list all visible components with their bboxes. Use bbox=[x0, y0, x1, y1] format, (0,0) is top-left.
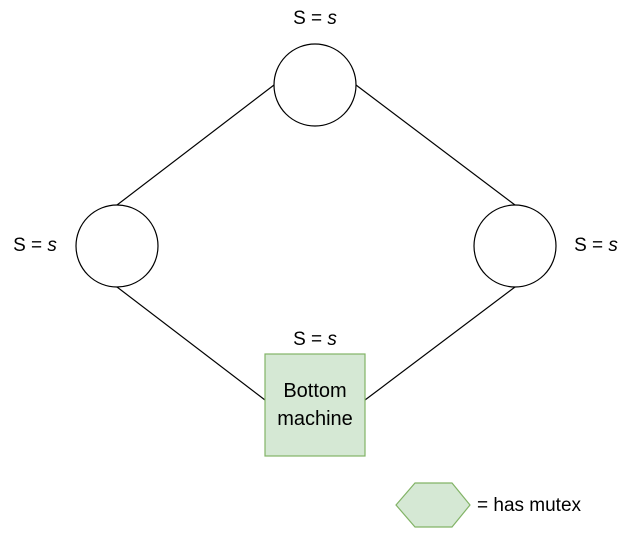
edge-top-to-right bbox=[355, 84, 516, 206]
state-label-right: S = s bbox=[564, 234, 628, 257]
state-node-right bbox=[473, 204, 557, 288]
state-label-prefix: S = bbox=[293, 329, 328, 350]
bottom-machine-node bbox=[264, 353, 366, 457]
state-label-bottom-machine: S = s bbox=[283, 328, 347, 351]
edge-left-to-bottom bbox=[116, 286, 266, 401]
state-variable: s bbox=[47, 235, 57, 256]
state-variable: s bbox=[608, 235, 618, 256]
legend-hexagon-icon bbox=[395, 482, 471, 528]
state-label-prefix: S = bbox=[293, 8, 328, 29]
state-label-left: S = s bbox=[4, 234, 66, 257]
edge-top-to-left bbox=[116, 84, 275, 206]
state-label-top: S = s bbox=[283, 7, 347, 30]
state-variable: s bbox=[327, 8, 337, 29]
state-variable: s bbox=[327, 329, 337, 350]
state-node-left bbox=[75, 204, 159, 288]
state-label-prefix: S = bbox=[13, 235, 48, 256]
edge-right-to-bottom bbox=[364, 286, 516, 401]
state-node-top bbox=[273, 43, 357, 127]
bottom-machine-label: Bottom machine bbox=[277, 380, 353, 430]
state-label-prefix: S = bbox=[574, 235, 609, 256]
legend-label: = has mutex bbox=[477, 495, 582, 516]
